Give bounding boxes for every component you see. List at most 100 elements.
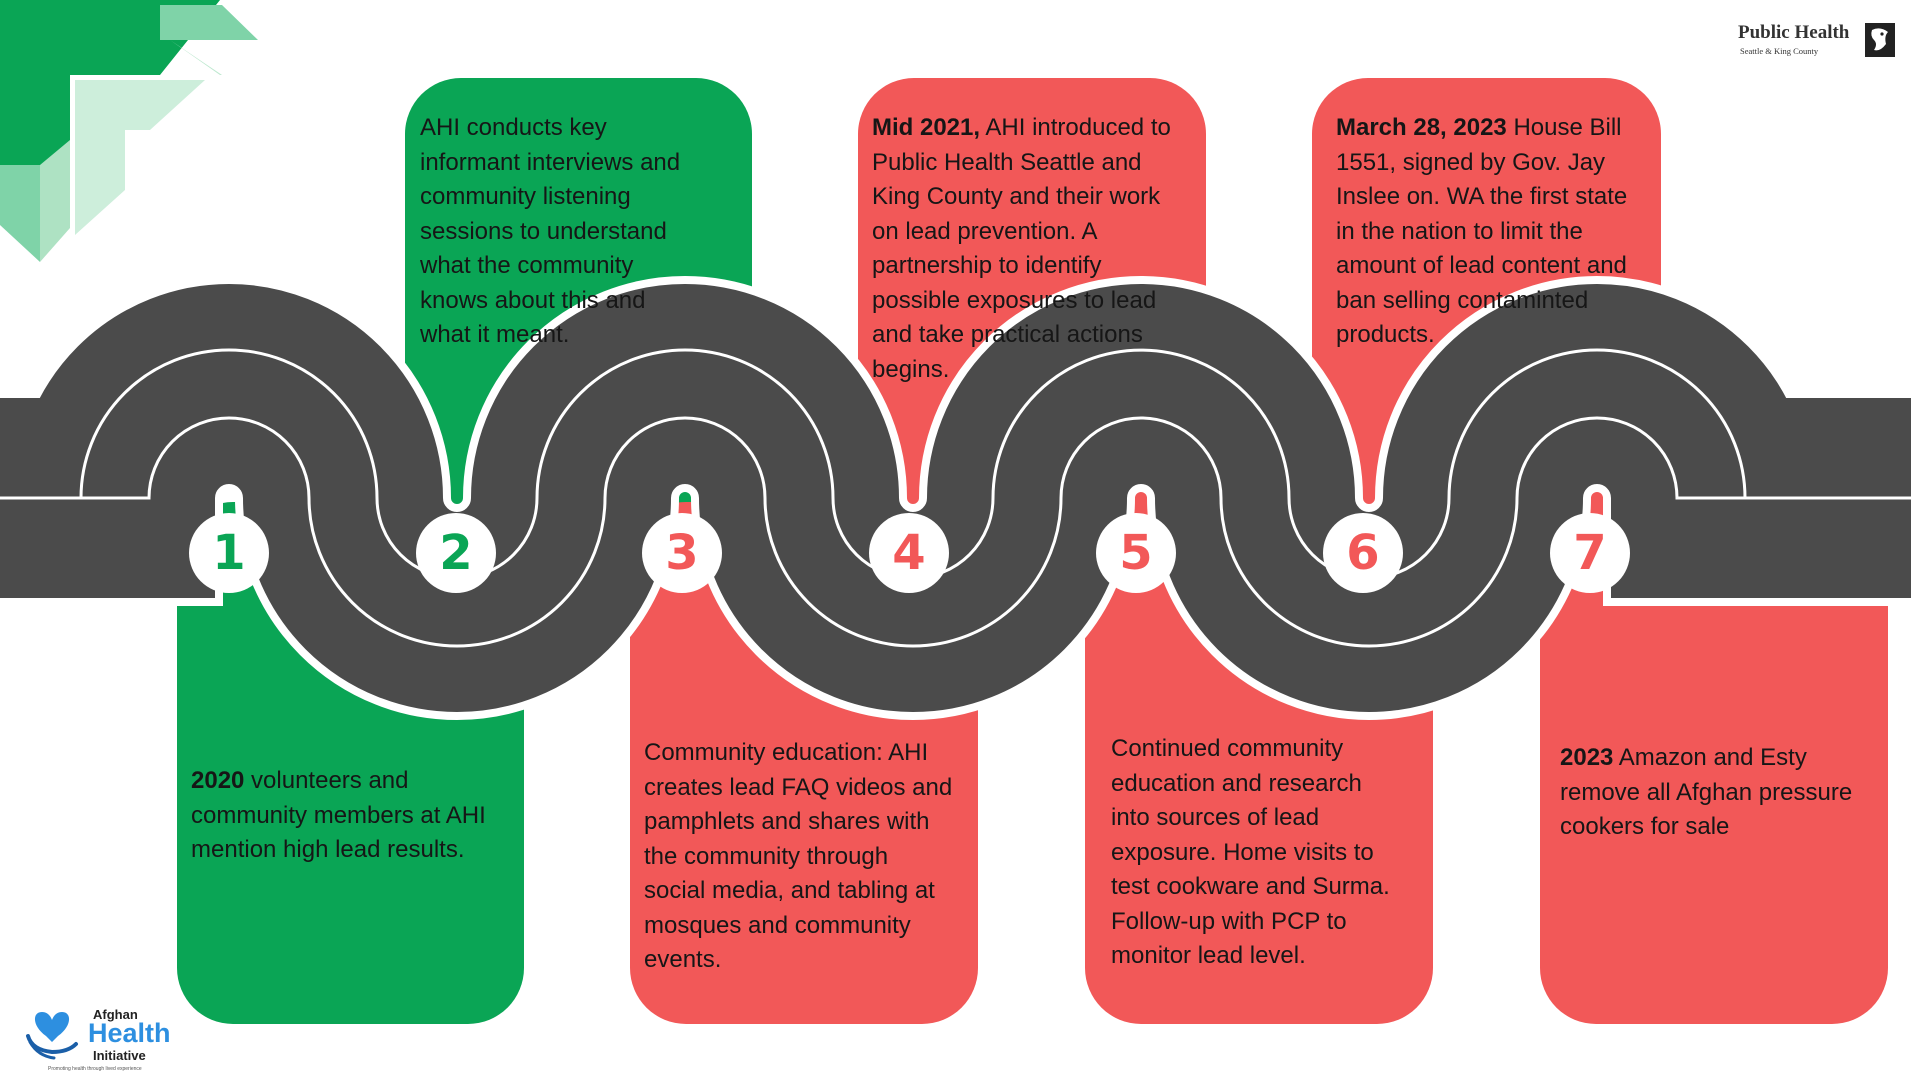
step-5-line: education and research (1111, 767, 1390, 802)
step-5-line-text: exposure. Home visits to (1111, 838, 1374, 866)
step-4-line: begins. (872, 353, 1171, 388)
step-6-date: March 28, 2023 (1336, 114, 1507, 141)
corner-chevrons-decoration (0, 0, 258, 262)
step-4-line: Public Health Seattle and (872, 146, 1171, 181)
step-6-line-text: products. (1336, 321, 1435, 348)
step-6-line: March 28, 2023 House Bill (1336, 111, 1627, 146)
step-2-line: what the community (420, 249, 680, 284)
step-7-line-text: cookers for sale (1560, 813, 1730, 840)
step-2-line: knows about this and (420, 284, 680, 319)
step-5-line-text: into sources of lead (1111, 804, 1320, 831)
step-6-line-text: amount of lead content and (1336, 252, 1627, 279)
step-7-date: 2023 (1560, 744, 1614, 771)
step-marker-4: 4 (869, 513, 949, 593)
step-1-line: mention high lead results. (191, 833, 486, 868)
step-5-line-text: Follow-up with PCP to (1111, 907, 1347, 935)
step-number-5: 5 (1119, 525, 1153, 581)
step-3-line: mosques and community (644, 909, 952, 944)
ahi-logo-line3: Initiative (93, 1048, 146, 1063)
afghan-health-initiative-logo: Afghan Health Initiative Promoting healt… (24, 1006, 184, 1076)
step-3-line-text: creates lead FAQ videos and (644, 773, 953, 801)
step-4-line: partnership to identify (872, 249, 1171, 284)
step-6-line-text: in the nation to limit the (1336, 217, 1583, 245)
step-4-line-text: on lead prevention. A (872, 217, 1098, 245)
step-number-1: 1 (212, 525, 246, 581)
step-2-line-text: knows about this and (420, 286, 646, 314)
step-3-line: social media, and tabling at (644, 874, 952, 909)
step-2-line: informant interviews and (420, 146, 680, 181)
step-7-line: cookers for sale (1560, 810, 1852, 845)
step-3-line-text: events. (644, 946, 722, 973)
step-3-line-text: Community education: AHI (644, 739, 929, 766)
step-3-line: pamphlets and shares with (644, 805, 952, 840)
step-5-line-text: monitor lead level. (1111, 942, 1306, 969)
step-2-line: AHI conducts key (420, 111, 680, 146)
step-6-line-text: House Bill (1506, 114, 1622, 141)
step-6-line: ban selling contaminted (1336, 284, 1627, 319)
step-4-line-text: AHI introduced to (980, 114, 1171, 141)
public-health-name: Public Health (1738, 22, 1850, 43)
step-1-line: community members at AHI (191, 799, 486, 834)
step-4-date: Mid 2021, (872, 114, 981, 141)
step-marker-1: 1 (189, 513, 269, 593)
step-text-7: 2023 Amazon and Esty remove all Afghan pr… (1560, 741, 1852, 845)
step-5-line: test cookware and Surma. (1111, 870, 1390, 905)
step-number-4: 4 (892, 525, 926, 581)
step-6-line-text: ban selling contaminted (1336, 286, 1589, 314)
step-3-line-text: pamphlets and shares with (644, 808, 930, 835)
step-1-date: 2020 (191, 767, 245, 794)
step-text-2: AHI conducts key informant interviews and… (420, 111, 680, 353)
step-4-line: Mid 2021, AHI introduced to (872, 111, 1171, 146)
step-7-line-text: Amazon and Esty (1613, 744, 1807, 771)
step-4-line-text: begins. (872, 355, 950, 383)
step-7-line: remove all Afghan pressure (1560, 776, 1852, 811)
step-marker-5: 5 (1096, 513, 1176, 593)
heart-hands-icon (26, 1012, 78, 1060)
step-4-line: and take practical actions (872, 318, 1171, 353)
step-3-line-text: the community through (644, 842, 889, 870)
step-1-line: 2020 volunteers and (191, 764, 486, 799)
step-2-line-text: sessions to understand (420, 217, 667, 245)
public-health-subtitle: Seattle & King County (1740, 46, 1819, 56)
step-3-line: events. (644, 943, 952, 978)
step-2-line: community listening (420, 180, 680, 215)
step-2-line: what it meant. (420, 318, 680, 353)
step-3-line-text: social media, and tabling at (644, 877, 935, 904)
step-text-3: Community education: AHI creates lead FAQ… (644, 736, 952, 978)
step-4-line-text: King County and their work (872, 183, 1161, 210)
ahi-logo-line2: Health (88, 1018, 171, 1048)
step-1-line-text: community members at AHI (191, 801, 486, 829)
step-number-6: 6 (1346, 525, 1380, 581)
step-2-line-text: what the community (420, 252, 634, 279)
step-marker-3: 3 (642, 513, 722, 593)
step-6-line: in the nation to limit the (1336, 215, 1627, 250)
step-5-line: monitor lead level. (1111, 939, 1390, 974)
step-7-line-text: remove all Afghan pressure (1560, 778, 1853, 806)
step-marker-6: 6 (1323, 513, 1403, 593)
step-1-line-text: volunteers and (244, 767, 409, 794)
step-4-line: possible exposures to lead (872, 284, 1171, 319)
step-4-line: King County and their work (872, 180, 1171, 215)
step-2-line-text: informant interviews and (420, 148, 681, 176)
step-marker-2: 2 (416, 513, 496, 593)
step-6-line-text: 1551, signed by Gov. Jay (1336, 148, 1606, 176)
step-6-line: 1551, signed by Gov. Jay (1336, 146, 1627, 181)
step-4-line-text: partnership to identify (872, 252, 1102, 279)
step-6-line: amount of lead content and (1336, 249, 1627, 284)
step-5-line-text: Continued community (1111, 735, 1344, 762)
step-5-line: Continued community (1111, 732, 1390, 767)
step-1-line-text: mention high lead results. (191, 836, 465, 863)
step-2-line-text: AHI conducts key (420, 114, 607, 141)
step-5-line: Follow-up with PCP to (1111, 905, 1390, 940)
step-number-7: 7 (1573, 525, 1607, 581)
step-6-line: Inslee on. WA the first state (1336, 180, 1627, 215)
step-4-line: on lead prevention. A (872, 215, 1171, 250)
step-5-line-text: test cookware and Surma. (1111, 873, 1390, 900)
public-health-logo: Public Health Seattle & King County (1738, 22, 1898, 62)
step-4-line-text: Public Health Seattle and (872, 148, 1142, 176)
step-3-line: creates lead FAQ videos and (644, 771, 952, 806)
step-number-2: 2 (439, 525, 473, 581)
